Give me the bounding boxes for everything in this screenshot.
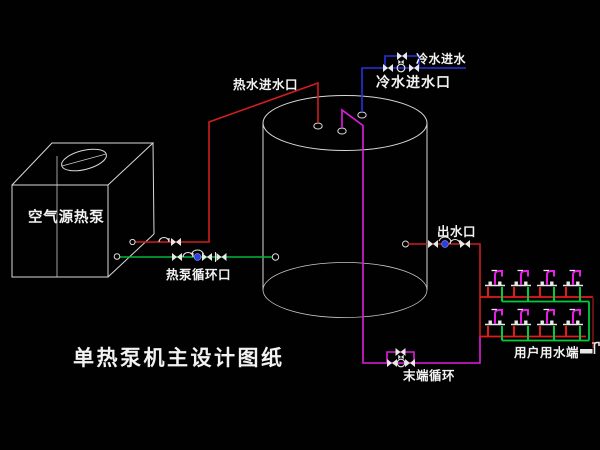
label-hp-circulation: 热泵循环口 (166, 267, 231, 282)
fan-icon (61, 148, 107, 172)
nozzle-icon (129, 238, 136, 246)
label-hot-water-inlet: 热水进水口 (233, 77, 298, 92)
heat-pump-front-face (11, 184, 109, 278)
cold-water-inlet-pipe: 冷水进水 冷水进水口 (361, 51, 467, 112)
user-end-icon (592, 341, 600, 354)
label-outlet: 出水口 (437, 224, 476, 239)
storage-tank (262, 95, 428, 318)
nozzle-icon (313, 122, 323, 130)
nozzle-icon (271, 253, 280, 261)
user-fixtures: 用户用水端 (480, 269, 600, 360)
tank-bottom (262, 262, 428, 318)
user-end-bar (580, 349, 593, 354)
heat-pump-top-face (11, 142, 155, 186)
nozzle-icon (357, 111, 367, 119)
label-terminal-circulation: 末端循环 (402, 368, 455, 383)
label-cold-water-supply: 冷水进水 (416, 51, 467, 66)
heat-pump-unit: 空气源热泵 (11, 142, 155, 278)
label-user-end: 用户用水端 (513, 345, 579, 360)
nozzle-icon (337, 127, 347, 135)
nozzle-icon (402, 240, 409, 248)
terminal-circulation-pipe: 末端循环 (341, 108, 481, 383)
heat-pump-side-face (107, 142, 155, 278)
outlet-pipe: 出水口 (408, 224, 481, 337)
drawing-title: 单热泵机主设计图纸 (73, 346, 285, 370)
heat-pump-circulation-pipe: 热泵循环口 (113, 249, 272, 282)
nozzle-icon (113, 253, 121, 260)
label-cold-water-inlet: 冷水进水口 (376, 74, 451, 90)
hot-water-supply-pipe: 热水进水口 (129, 77, 319, 246)
label-heat-pump: 空气源热泵 (28, 208, 105, 226)
